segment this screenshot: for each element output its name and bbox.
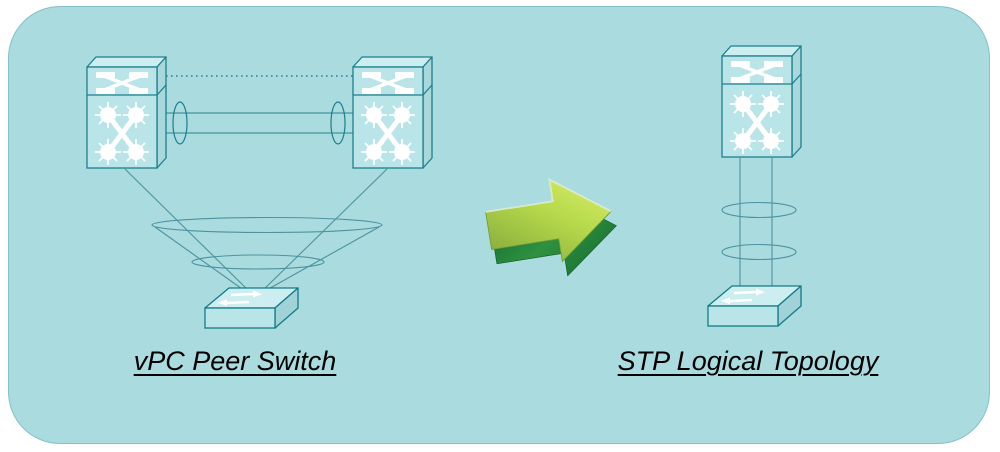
label-vpc-peer-switch: vPC Peer Switch [133,346,337,376]
vpc-peer-switch-1-icon [87,57,166,168]
vpc-peer-switch-2-icon [353,57,432,168]
vpc-member-links [124,168,388,297]
stp-ellipse-upper [721,201,797,219]
transform-arrow-icon [485,178,617,277]
bundle-line-right [255,226,380,297]
arrow-highlight [485,178,612,213]
label-stp-logical-topology: STP Logical Topology [617,346,879,376]
port-channel-ellipse-small [191,254,325,270]
member-link-left [124,168,255,297]
stp-port-channel-links [721,158,797,298]
access-switch-right-icon [706,284,803,328]
peer-link-port-channel-right [330,101,346,145]
stp-logical-switch-icon [722,46,801,157]
member-link-right [256,168,388,297]
vpc-peer-link [165,101,353,145]
stp-ellipse-lower [721,243,797,261]
bundle-line-left [154,226,253,297]
peer-link-port-channel-left [172,101,188,145]
access-switch-left-icon [203,286,300,330]
port-channel-ellipse-large [151,216,383,234]
